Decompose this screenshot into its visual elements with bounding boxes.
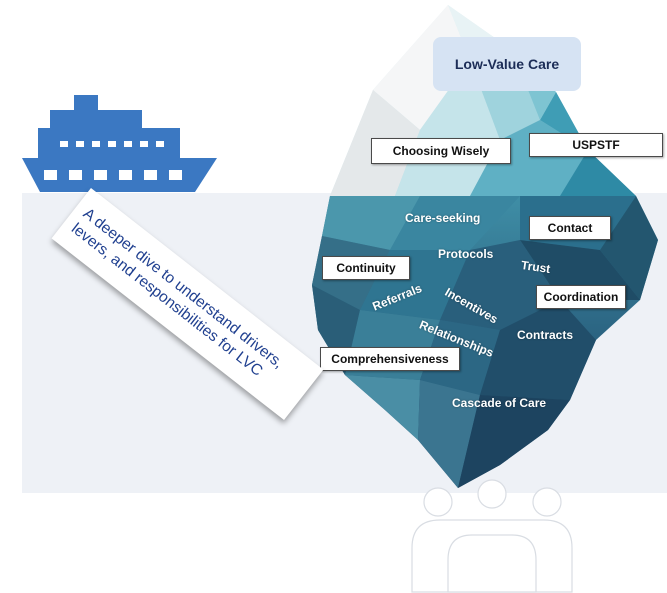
- title-pill: Low-Value Care: [433, 37, 581, 91]
- box-continuity-label: Continuity: [336, 261, 396, 275]
- box-uspstf-label: USPSTF: [572, 138, 620, 152]
- box-contact: Contact: [529, 216, 611, 240]
- box-coordination-label: Coordination: [543, 290, 619, 304]
- box-choosing-wisely-label: Choosing Wisely: [392, 144, 490, 158]
- box-contact-label: Contact: [547, 221, 593, 235]
- term-cascade-of-care: Cascade of Care: [452, 396, 547, 410]
- term-protocols: Protocols: [438, 247, 494, 261]
- term-care-seeking: Care-seeking: [405, 211, 481, 225]
- term-contracts: Contracts: [517, 328, 574, 342]
- box-comprehensiveness: Comprehensiveness: [320, 347, 460, 371]
- box-coordination: Coordination: [536, 285, 626, 309]
- box-choosing-wisely: Choosing Wisely: [371, 138, 511, 164]
- ship-icon: [22, 95, 217, 192]
- iceberg-tip: [330, 5, 636, 196]
- box-comprehensiveness-label: Comprehensiveness: [331, 352, 449, 366]
- people-group-icon: [411, 479, 573, 593]
- diagram-title: Low-Value Care: [454, 56, 560, 72]
- box-uspstf: USPSTF: [529, 133, 663, 157]
- box-continuity: Continuity: [322, 256, 410, 280]
